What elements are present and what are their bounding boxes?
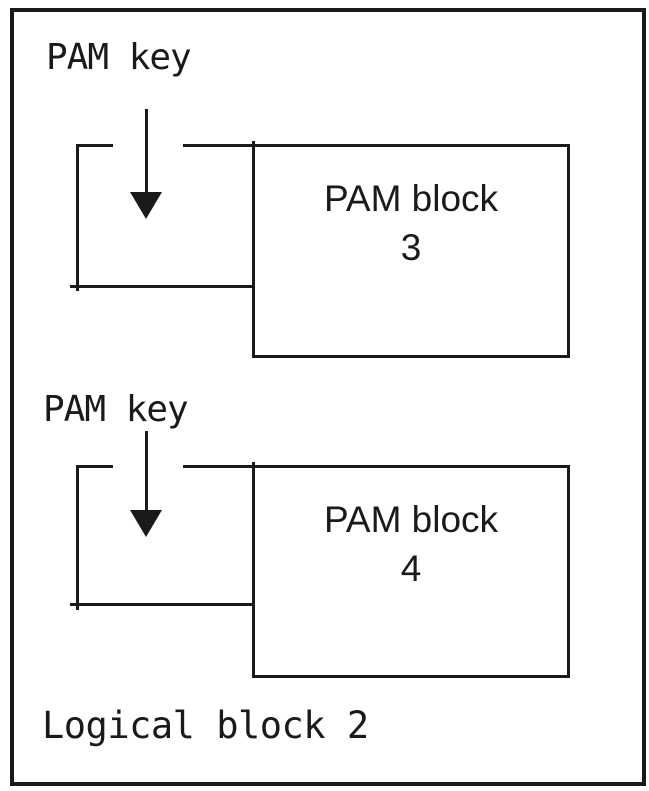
key-slot-left-line [76, 465, 79, 610]
logical-block-frame [10, 8, 646, 786]
pam-block-4-title: PAM block [323, 499, 499, 540]
key-slot-bottom-line [70, 603, 255, 606]
pam-block-3-number: 3 [400, 227, 422, 268]
key-slot-bottom-line [70, 285, 255, 288]
key-slot-top-right-line [183, 144, 253, 147]
key-slot-top-left-line [76, 144, 113, 147]
pam-block-3-title: PAM block [323, 178, 499, 219]
arrow-head [130, 510, 162, 537]
key-slot-top-right-line [183, 465, 253, 468]
arrow-shaft [145, 431, 148, 513]
pam-key-label: PAM key [43, 389, 189, 430]
pam-block-3-label: PAM block 3 [255, 147, 567, 272]
block-corner-tick [252, 141, 255, 146]
logical-block-label: Logical block 2 [42, 704, 369, 747]
pam-block-3: PAM block 3 [252, 144, 570, 358]
pam-key-label: PAM key [46, 37, 192, 78]
pam-block-4: PAM block 4 [252, 465, 570, 678]
arrow-shaft [145, 109, 148, 194]
key-slot-top-left-line [76, 465, 113, 468]
block-corner-tick [252, 462, 255, 467]
arrow-head [130, 192, 162, 219]
pam-block-4-label: PAM block 4 [255, 468, 567, 593]
key-slot-left-line [76, 144, 79, 291]
pam-block-4-number: 4 [400, 548, 422, 589]
